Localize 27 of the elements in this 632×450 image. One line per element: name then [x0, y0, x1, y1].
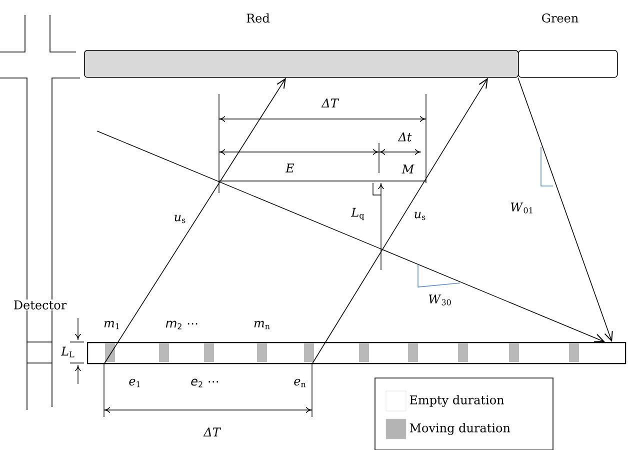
edge-label: W$_{30}$: [428, 294, 451, 306]
label: e$_{2}$ ⋯: [190, 378, 220, 388]
label: M: [400, 164, 416, 174]
arrow: [96, 130, 605, 342]
label: m$_{1}$: [102, 320, 122, 330]
signal-label: Green: [542, 13, 578, 23]
legend-text: Empty duration: [410, 395, 504, 407]
label: e$_{n}$: [292, 378, 308, 388]
label: e$_{1}$: [128, 378, 142, 388]
label: L$_{L}$: [60, 346, 76, 358]
label: m$_{n}$: [252, 320, 272, 330]
label: m$_{2}$ ⋯: [164, 320, 200, 330]
label: Δt: [397, 132, 413, 142]
label: ΔT: [320, 98, 340, 108]
arrow: [104, 78, 286, 364]
label: E: [284, 162, 296, 174]
legend-text: Moving duration: [410, 423, 510, 435]
signal-label: Red: [246, 13, 270, 23]
arrow: [312, 78, 488, 364]
detector-strip: [87, 342, 626, 364]
label: Detector: [12, 300, 68, 310]
label: ΔT: [202, 426, 222, 438]
arrow: [518, 77, 613, 342]
edge-label: W$_{01}$: [510, 202, 532, 214]
edge-label: u$_{s}$: [414, 212, 426, 220]
label: L$_{q}$: [350, 206, 366, 222]
edge-label: u$_{s}$: [174, 214, 186, 224]
